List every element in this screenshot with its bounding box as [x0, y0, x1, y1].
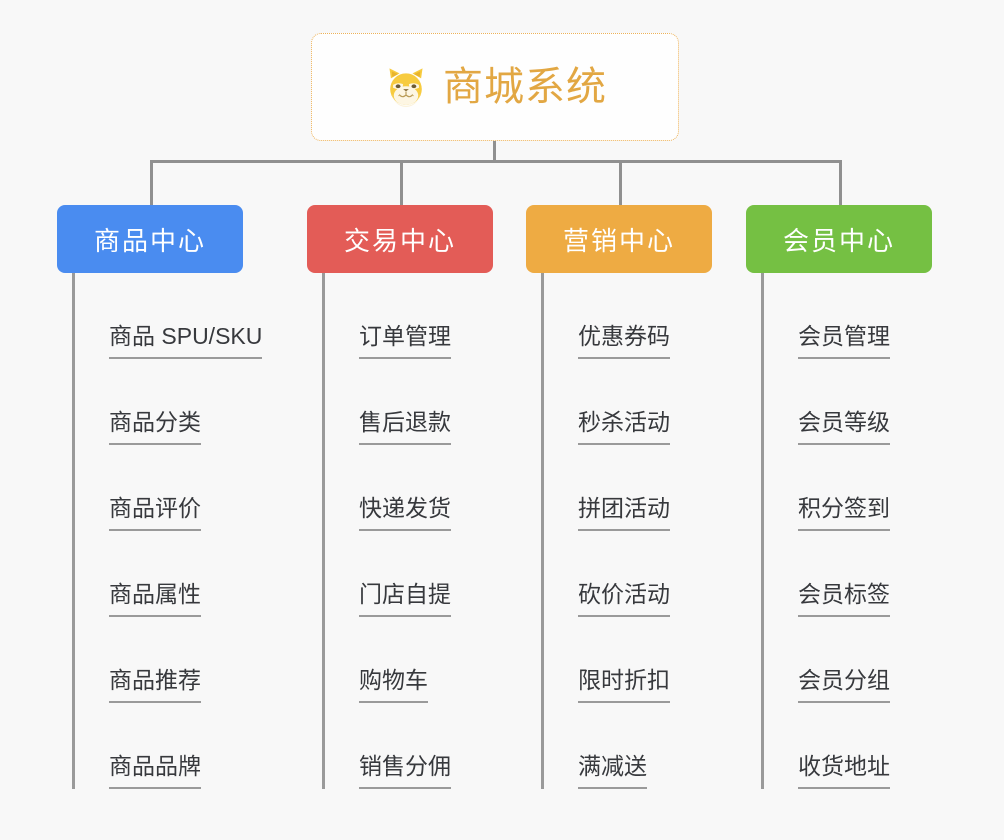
list-item[interactable]: 会员等级 — [764, 359, 932, 445]
leaf-label: 拼团活动 — [578, 494, 670, 531]
list-item[interactable]: 商品评价 — [75, 445, 243, 531]
category-header-product-center[interactable]: 商品中心 — [57, 205, 243, 273]
category-header-marketing-center[interactable]: 营销中心 — [526, 205, 712, 273]
leaf-label: 收货地址 — [798, 752, 890, 789]
list-item[interactable]: 订单管理 — [325, 273, 493, 359]
leaf-label: 快递发货 — [359, 494, 451, 531]
leaf-label: 满减送 — [578, 752, 647, 789]
connector-drop-3 — [619, 160, 622, 206]
leaf-list-member-center: 会员管理 会员等级 积分签到 会员标签 会员分组 收货地址 — [761, 273, 932, 789]
list-item[interactable]: 商品 SPU/SKU — [75, 273, 263, 359]
list-item[interactable]: 会员分组 — [764, 617, 932, 703]
leaf-label: 商品评价 — [109, 494, 201, 531]
leaf-label: 限时折扣 — [578, 666, 670, 703]
leaf-label: 商品品牌 — [109, 752, 201, 789]
leaf-label: 商品推荐 — [109, 666, 201, 703]
leaf-label: 会员等级 — [798, 408, 890, 445]
list-item[interactable]: 商品分类 — [75, 359, 243, 445]
category-header-trade-center[interactable]: 交易中心 — [307, 205, 493, 273]
leaf-label: 订单管理 — [359, 322, 451, 359]
list-item[interactable]: 砍价活动 — [544, 531, 712, 617]
leaf-label: 秒杀活动 — [578, 408, 670, 445]
leaf-label: 会员管理 — [798, 322, 890, 359]
root-node[interactable]: 商城系统 — [311, 33, 679, 141]
connector-drop-4 — [839, 160, 842, 206]
branch-marketing-center: 营销中心 优惠券码 秒杀活动 拼团活动 砍价活动 限时折扣 满减送 — [526, 205, 712, 789]
list-item[interactable]: 销售分佣 — [325, 703, 493, 789]
leaf-label: 购物车 — [359, 666, 428, 703]
leaf-label: 商品 SPU/SKU — [109, 322, 263, 359]
list-item[interactable]: 会员标签 — [764, 531, 932, 617]
leaf-label: 商品属性 — [109, 580, 201, 617]
leaf-label: 销售分佣 — [359, 752, 451, 789]
list-item[interactable]: 快递发货 — [325, 445, 493, 531]
connector-drop-2 — [400, 160, 403, 206]
category-header-member-center[interactable]: 会员中心 — [746, 205, 932, 273]
leaf-list-product-center: 商品 SPU/SKU 商品分类 商品评价 商品属性 商品推荐 商品品牌 — [72, 273, 263, 789]
branch-member-center: 会员中心 会员管理 会员等级 积分签到 会员标签 会员分组 收货地址 — [746, 205, 932, 789]
leaf-label: 优惠券码 — [578, 322, 670, 359]
list-item[interactable]: 商品品牌 — [75, 703, 243, 789]
list-item[interactable]: 会员管理 — [764, 273, 932, 359]
list-item[interactable]: 限时折扣 — [544, 617, 712, 703]
leaf-label: 砍价活动 — [578, 580, 670, 617]
leaf-list-trade-center: 订单管理 售后退款 快递发货 门店自提 购物车 销售分佣 — [322, 273, 493, 789]
connector-root-stem — [493, 141, 496, 162]
leaf-label: 积分签到 — [798, 494, 890, 531]
list-item[interactable]: 秒杀活动 — [544, 359, 712, 445]
list-item[interactable]: 门店自提 — [325, 531, 493, 617]
list-item[interactable]: 购物车 — [325, 617, 493, 703]
leaf-label: 售后退款 — [359, 408, 451, 445]
leaf-label: 门店自提 — [359, 580, 451, 617]
leaf-label: 会员标签 — [798, 580, 890, 617]
shiba-dog-face-icon — [389, 68, 423, 108]
leaf-label: 商品分类 — [109, 408, 201, 445]
branch-trade-center: 交易中心 订单管理 售后退款 快递发货 门店自提 购物车 销售分佣 — [307, 205, 493, 789]
list-item[interactable]: 积分签到 — [764, 445, 932, 531]
list-item[interactable]: 售后退款 — [325, 359, 493, 445]
leaf-list-marketing-center: 优惠券码 秒杀活动 拼团活动 砍价活动 限时折扣 满减送 — [541, 273, 712, 789]
branch-product-center: 商品中心 商品 SPU/SKU 商品分类 商品评价 商品属性 商品推荐 商品品牌 — [57, 205, 263, 789]
root-title: 商城系统 — [443, 65, 607, 109]
list-item[interactable]: 商品推荐 — [75, 617, 243, 703]
list-item[interactable]: 满减送 — [544, 703, 712, 789]
connector-horizontal-bus — [150, 160, 842, 163]
list-item[interactable]: 拼团活动 — [544, 445, 712, 531]
list-item[interactable]: 商品属性 — [75, 531, 243, 617]
connector-drop-1 — [150, 160, 153, 206]
list-item[interactable]: 收货地址 — [764, 703, 932, 789]
list-item[interactable]: 优惠券码 — [544, 273, 712, 359]
leaf-label: 会员分组 — [798, 666, 890, 703]
